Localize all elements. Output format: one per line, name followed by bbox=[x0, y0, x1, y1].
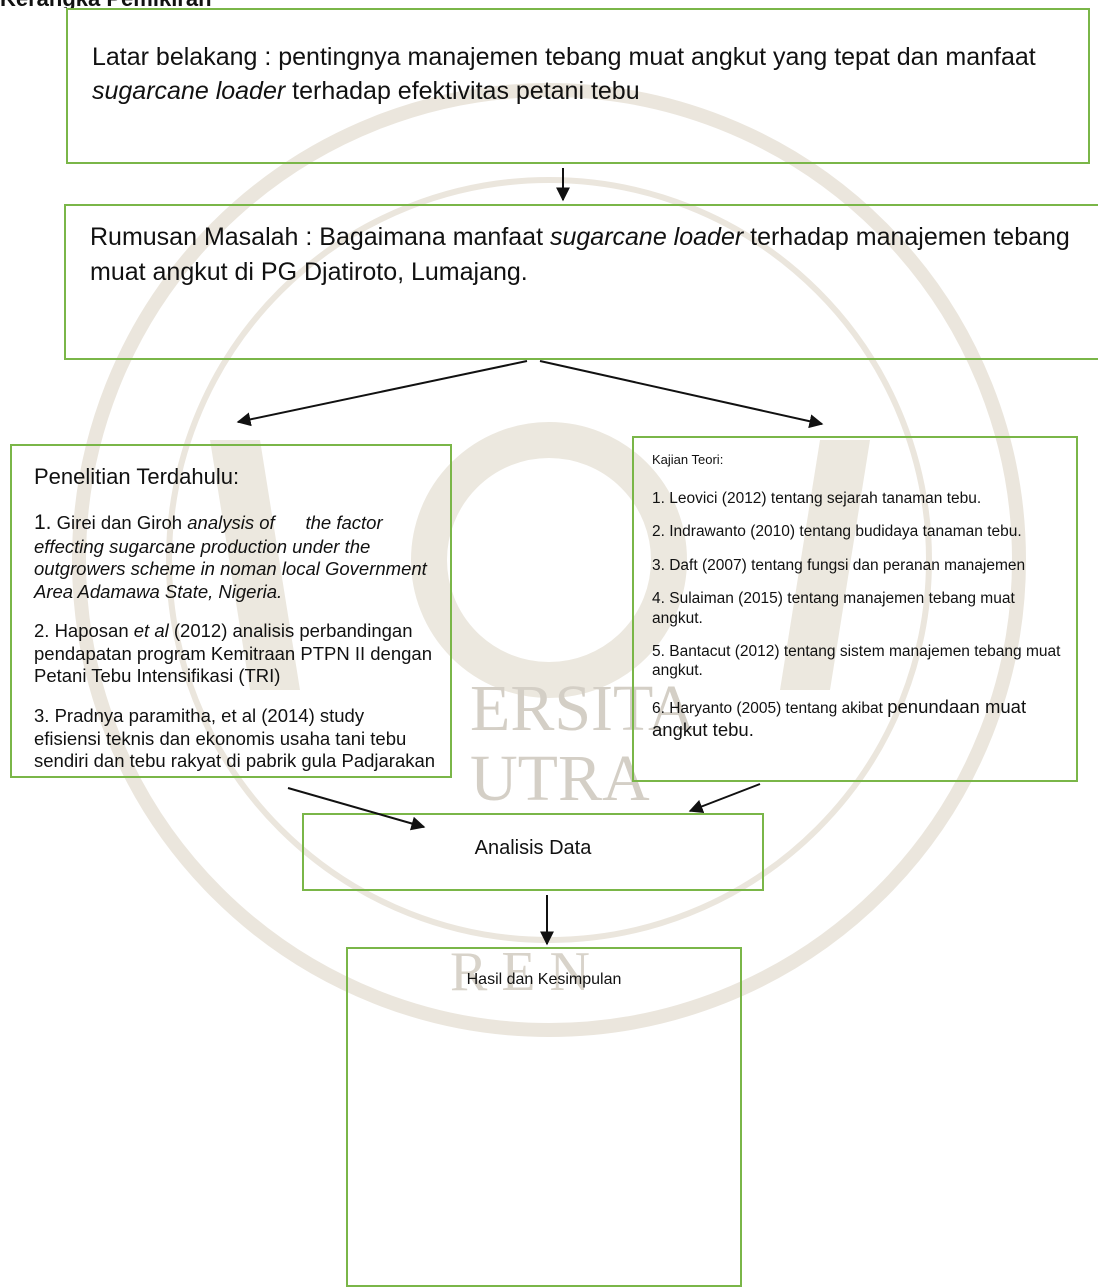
rumusan-italic: sugarcane loader bbox=[549, 223, 744, 251]
kajian-item-6-a: 6. Haryanto (2005) tentang akibat bbox=[652, 699, 888, 717]
penelitian-title: Penelitian Terdahulu: bbox=[34, 464, 240, 489]
analisis-data-box: Analisis Data bbox=[302, 813, 764, 891]
watermark-center-text-1: ERSITA bbox=[470, 672, 696, 745]
latar-text-b: terhadap efektivitas petani tebu bbox=[285, 77, 640, 105]
kajian-item-1: 1. Leovici (2012) tentang sejarah tanama… bbox=[652, 490, 982, 507]
kajian-item-6: 6. Haryanto (2005) tentang akibat penund… bbox=[652, 695, 1066, 742]
penelitian-item-2-italic: et al bbox=[133, 620, 169, 642]
rumusan-text-a: Rumusan Masalah : Bagaimana manfaat bbox=[90, 223, 550, 251]
latar-italic: sugarcane loader bbox=[92, 77, 286, 105]
watermark-bottom-text: R E N bbox=[450, 941, 590, 1003]
rumusan-masalah-box: Rumusan Masalah : Bagaimana manfaat suga… bbox=[64, 204, 1098, 360]
kajian-title: Kajian Teori: bbox=[652, 452, 724, 467]
penelitian-item-1: 1. Girei dan Giroh analysis of the facto… bbox=[34, 510, 436, 603]
penelitian-item-2: 2. Haposan et al (2012) analisis perband… bbox=[34, 620, 436, 688]
partial-heading: Kerangka Pemikiran bbox=[0, 0, 330, 8]
watermark-center-text-2: UTRA bbox=[470, 742, 650, 815]
kajian-item-5: 5. Bantacut (2012) tentang sistem manaje… bbox=[652, 642, 1061, 680]
penelitian-item-1-italic: analysis of the factor effecting sugarca… bbox=[34, 512, 427, 602]
analisis-label: Analisis Data bbox=[474, 837, 592, 859]
penelitian-item-1-number: 1. bbox=[34, 511, 52, 534]
kajian-item-3: 3. Daft (2007) tentang fungsi dan perana… bbox=[652, 556, 1026, 574]
rumusan-text-b: terhadap manajemen tebang muat angkut di… bbox=[90, 223, 1070, 286]
latar-text-a: Latar belakang : pentingnya manajemen te… bbox=[92, 43, 1036, 71]
penelitian-terdahulu-box: Penelitian Terdahulu: 1. Girei dan Giroh… bbox=[10, 444, 452, 778]
penelitian-item-2-text-b: (2012) analisis perbandingan pendapatan … bbox=[34, 620, 432, 687]
kajian-item-6-b: penundaan muat angkut tebu. bbox=[652, 695, 1027, 740]
hasil-kesimpulan-box: Hasil dan Kesimpulan bbox=[346, 947, 742, 1287]
penelitian-item-2-text-a: 2. Haposan bbox=[34, 620, 134, 642]
penelitian-item-1-text: Girei dan Giroh bbox=[51, 512, 188, 533]
hasil-label: Hasil dan Kesimpulan bbox=[466, 971, 622, 988]
latar-belakang-box: Latar belakang : pentingnya manajemen te… bbox=[66, 8, 1090, 164]
kajian-item-2: 2. Indrawanto (2010) tentang budidaya ta… bbox=[652, 523, 1022, 541]
kajian-teori-box: Kajian Teori: 1. Leovici (2012) tentang … bbox=[632, 436, 1078, 782]
kajian-item-4: 4. Sulaiman (2015) tentang manajemen teb… bbox=[652, 590, 1015, 627]
penelitian-item-3: 3. Pradnya paramitha, et al (2014) study… bbox=[34, 704, 436, 772]
